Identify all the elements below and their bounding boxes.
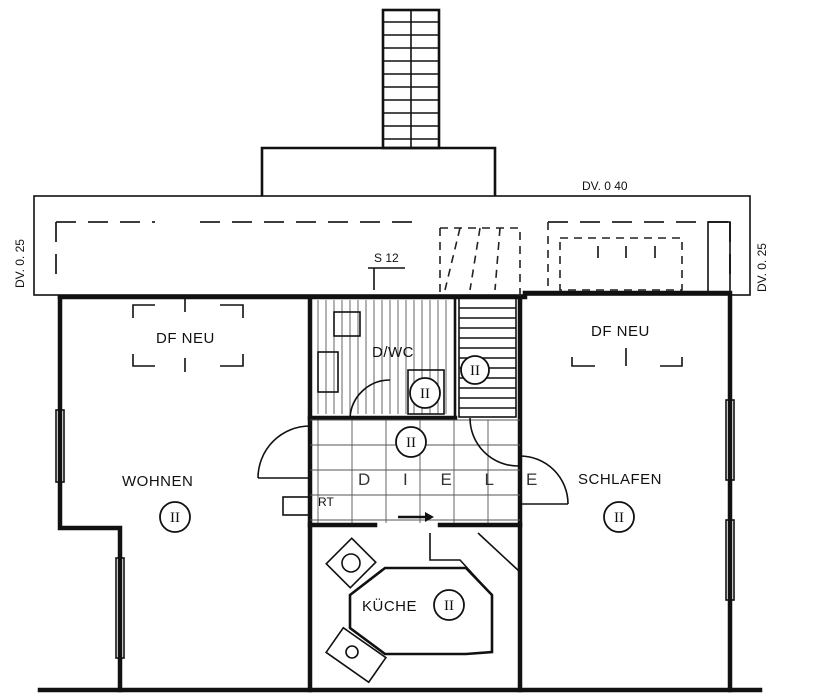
room-schlafen-label: SCHLAFEN (578, 471, 662, 488)
doors (257, 379, 569, 516)
dv-left-label: DV. 0. 25 (13, 239, 27, 288)
svg-text:II: II (406, 435, 416, 451)
rt-label: RT (318, 495, 334, 509)
badge-kueche: II (433, 589, 465, 621)
room-wohnen-label: WOHNEN (122, 473, 193, 490)
outer-walls (37, 290, 763, 693)
badge-dwc: II (409, 377, 441, 409)
svg-text:II: II (444, 598, 454, 614)
hall-tiles (310, 419, 520, 523)
exterior-staircase (381, 8, 441, 150)
badge-treppe: II (460, 355, 490, 385)
badge-wohnen: II (159, 501, 191, 533)
s12-marker (368, 267, 405, 290)
interior-staircase (439, 227, 521, 418)
svg-text:II: II (420, 386, 430, 402)
skylight-left (132, 298, 244, 372)
terrace-block (260, 146, 497, 196)
skylight-left-label: DF NEU (156, 330, 215, 347)
svg-text:II: II (470, 363, 480, 379)
kitchen-fixtures (324, 532, 521, 684)
room-dwc-label: D/WC (372, 344, 414, 361)
bathroom-fixtures (317, 311, 445, 415)
roof-overhang (33, 195, 751, 296)
skylight-right (559, 237, 683, 367)
interior-walls (307, 294, 523, 693)
s12-label: S 12 (374, 251, 399, 265)
skylight-right-label: DF NEU (591, 323, 650, 340)
dv-top-label: DV. 0 40 (582, 179, 628, 193)
bathroom-tiles (317, 300, 447, 414)
badge-schlafen: II (603, 501, 635, 533)
badge-diele: II (395, 426, 427, 458)
room-diele-label: D I E L E (358, 470, 551, 489)
hall-arrow (398, 512, 434, 522)
svg-text:II: II (614, 510, 624, 526)
svg-text:II: II (170, 510, 180, 526)
dv-right-label: DV. 0. 25 (755, 243, 769, 292)
room-kueche-label: KÜCHE (362, 597, 417, 615)
